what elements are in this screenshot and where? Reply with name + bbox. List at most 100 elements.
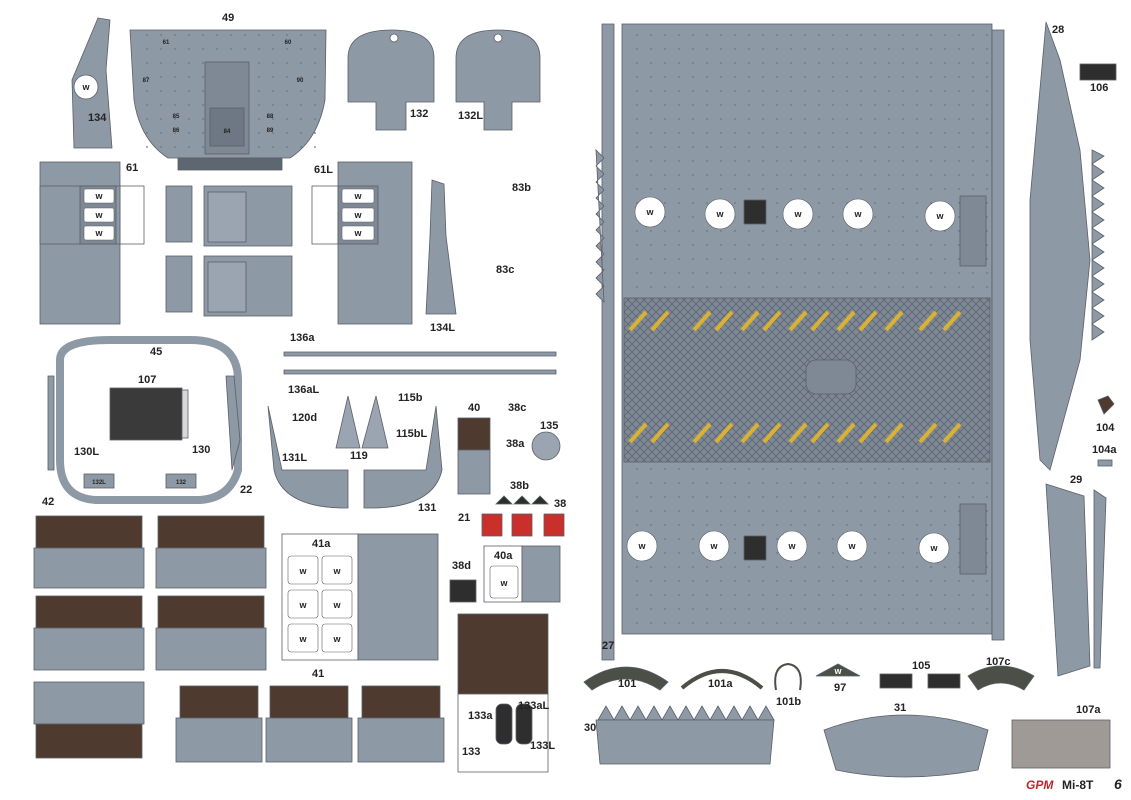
window-mark: w — [787, 541, 796, 551]
part-42b-grey — [155, 627, 267, 671]
window-mark: w — [298, 566, 307, 576]
part-45-inner — [47, 375, 55, 471]
box-label: 132 — [176, 480, 187, 486]
part-label: 107c — [986, 656, 1011, 668]
part-label: 101 — [618, 678, 637, 690]
window-mark: w — [298, 634, 307, 644]
panel-49-mark: 87 — [143, 78, 150, 84]
part-27-teeth — [595, 148, 605, 304]
part-133-left — [495, 703, 513, 745]
part-28-teeth — [1091, 149, 1105, 341]
part-41-grey — [357, 717, 445, 763]
part-61L-tab — [311, 185, 339, 245]
part-label: 133aL — [518, 700, 550, 712]
model-name: Mi-8T — [1062, 778, 1094, 792]
part-label: 28 — [1052, 24, 1065, 36]
part-label: 104a — [1092, 444, 1117, 456]
part-41-brown — [179, 685, 259, 719]
part-105 — [879, 673, 913, 689]
hazard-stripes — [628, 310, 962, 444]
window-mark: w — [332, 600, 341, 610]
part-label: 21 — [458, 512, 471, 524]
window-rect — [489, 565, 519, 599]
part-38b — [495, 495, 549, 505]
mount-hole — [493, 33, 503, 43]
part-label: 61L — [314, 164, 333, 176]
part-label: 61 — [126, 162, 139, 174]
window — [842, 198, 874, 230]
window — [782, 198, 814, 230]
part-119-right — [361, 395, 389, 449]
part-130L-box — [83, 473, 115, 489]
part-28 — [1029, 21, 1091, 471]
part-label: 40a — [494, 550, 513, 562]
part-38-red — [511, 513, 533, 537]
window-rect — [321, 623, 353, 653]
part-30 — [595, 719, 775, 765]
panel-49-mark: 86 — [173, 128, 180, 134]
part-label: 136a — [290, 332, 315, 344]
part-label: 22 — [240, 484, 253, 496]
part-label: 41a — [312, 538, 331, 550]
part-49-strip — [177, 157, 283, 171]
part-panel-inner — [207, 191, 247, 243]
part-label: 134 — [88, 112, 107, 124]
part-label: 101b — [776, 696, 802, 708]
part-label: 38 — [554, 498, 567, 510]
part-41-brown — [269, 685, 349, 719]
part-41a-grey — [357, 533, 439, 661]
window — [836, 530, 868, 562]
window — [918, 532, 950, 564]
part-131 — [363, 405, 443, 509]
window — [634, 196, 666, 228]
part-42-brown — [35, 515, 143, 549]
window-mark: w — [715, 209, 724, 219]
part-42-brown — [35, 595, 143, 629]
window-rect — [83, 188, 115, 204]
part-42b-grey — [155, 547, 267, 589]
panel-49-mark: 88 — [267, 114, 274, 120]
part-30-teeth — [597, 705, 775, 721]
part-31 — [823, 714, 989, 778]
window-mark: w — [847, 541, 856, 551]
window-mark: w — [94, 191, 103, 201]
part-132 — [347, 29, 435, 131]
part-label: 132 — [410, 108, 429, 120]
part-label: 131L — [282, 452, 308, 464]
window-rect — [287, 623, 319, 653]
window-rect — [321, 555, 353, 585]
window-mark: w — [94, 210, 103, 220]
part-label: 49 — [222, 12, 235, 24]
fuselage-grille — [959, 195, 987, 267]
part-42-grey — [33, 627, 145, 671]
part-right-strip — [991, 29, 1005, 641]
part-45-right — [225, 375, 241, 471]
part-label: 29 — [1070, 474, 1083, 486]
part-label: 45 — [150, 346, 163, 358]
part-label: 83c — [496, 264, 515, 276]
fuselage-detail — [743, 199, 767, 225]
box-label: 132L — [92, 480, 106, 486]
part-107a — [1011, 719, 1111, 769]
part-101b — [774, 662, 802, 691]
part-label: 97 — [834, 682, 847, 694]
window-mark: w — [645, 207, 654, 217]
part-label: 27 — [602, 640, 615, 652]
part-133-right — [515, 703, 533, 745]
part-label: 131 — [418, 502, 437, 514]
part-38-red — [543, 513, 565, 537]
window-marker — [73, 74, 99, 100]
part-136a — [283, 351, 557, 357]
part-132L — [455, 29, 541, 131]
window — [704, 198, 736, 230]
part-40-top — [457, 417, 491, 451]
part-119-left — [335, 395, 361, 449]
window-rect — [83, 207, 115, 223]
window-mark: w — [332, 566, 341, 576]
window-mark: w — [94, 228, 103, 238]
window-rect — [83, 225, 115, 241]
window-rect — [341, 188, 375, 204]
part-label: 136aL — [288, 384, 320, 396]
fuselage-windows — [626, 196, 956, 564]
brand-logo: GPM — [1026, 778, 1054, 792]
